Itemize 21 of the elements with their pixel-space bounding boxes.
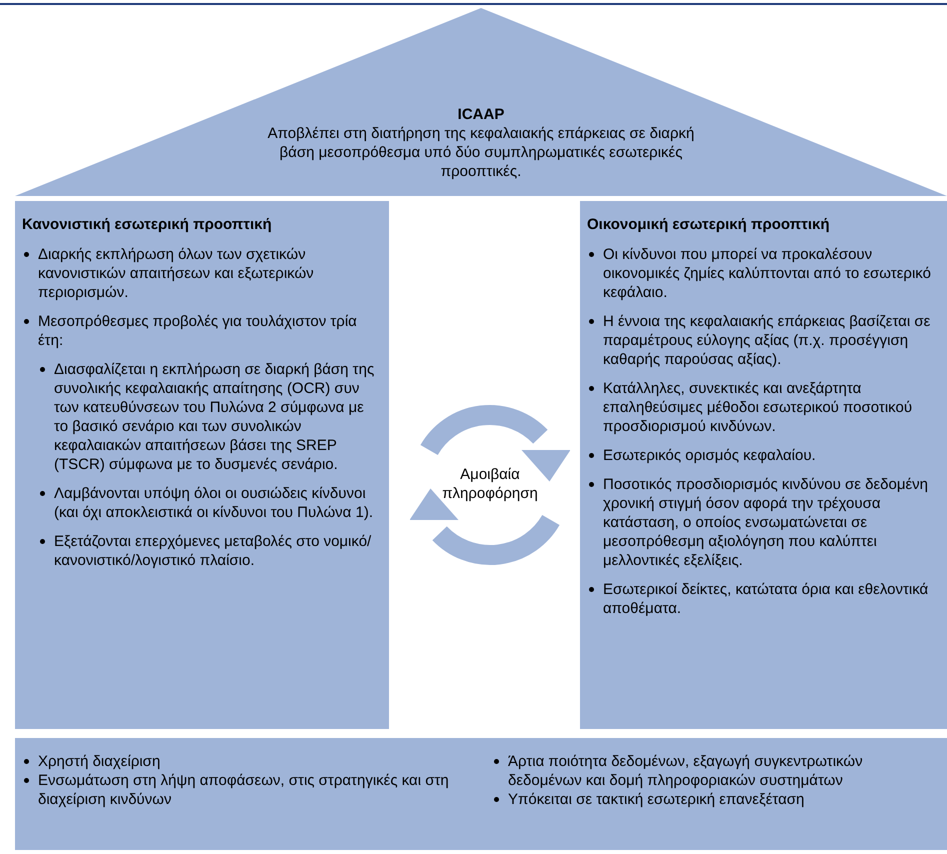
pillar-heading: Οικονομική εσωτερική προοπτική xyxy=(587,215,831,234)
center-label: Αμοιβαία πληροφόρηση xyxy=(441,465,539,503)
bullet-text: Άρτια ποιότητα δεδομένων, εξαγωγή συγκεντρωτικών δεδομένων και δομή πληροφοριακών συστημάτων xyxy=(492,752,932,790)
bullet-text: Διασφαλίζεται η εκπλήρωση σε διαρκή βάση της συνολικής κεφαλαιακής απαίτησης (OCR) συν των κατευθύνσεων του Πυλώνα 2 σύμφωνα με το βασικό σενάριο και των συνολικών κεφαλαιακών απαιτήσεων βάσει της SREP (TSCR) σύμφωνα με το δυσμενές σενάριο. xyxy=(38,360,376,474)
pillar-heading: Κανονιστική εσωτερική προοπτική xyxy=(22,215,273,234)
bullet-text: Οι κίνδυνοι που μπορεί να προκαλέσουν οικονομικές ζημίες καλύπτονται από το εσωτερικό κεφάλαιο. xyxy=(587,245,934,302)
bullet-text: Κατάλληλες, συνεκτικές και ανεξάρτητα επαληθεύσιμες μέθοδοι εσωτερικού ποσοτικού προσδιορισμού κινδύνων. xyxy=(587,379,934,436)
pillar-panel xyxy=(15,201,389,729)
bullet-text: Ποσοτικός προσδιορισμός κινδύνου σε δεδομένη χρονική στιγμή όσον αφορά την τρέχουσα κατάσταση, ο οποίος ενσωματώνεται σε μεσοπρόθεσμη αξιολόγηση που καλύπτει μελλοντικές εξελίξεις. xyxy=(587,475,934,570)
foundation-panel xyxy=(15,738,947,850)
bullet-text: Μεσοπρόθεσμες προβολές για τουλάχιστον τρία έτη: xyxy=(22,312,376,350)
bullet-text: Εξετάζονται επερχόμενες μεταβολές στο νομικό/κανονιστικό/λογιστικό πλαίσιο. xyxy=(38,532,376,570)
bullet-text: Λαμβάνονται υπόψη όλοι οι ουσιώδεις κίνδυνοι (και όχι αποκλειστικά οι κίνδυνοι του Πυλώνα 1). xyxy=(38,484,376,522)
bullet-text: Η έννοια της κεφαλαιακής επάρκειας βασίζεται σε παραμέτρους εύλογης αξίας (π.χ. προσέγγιση καθαρής παρούσας αξίας). xyxy=(587,312,934,369)
bullet-text: Διαρκής εκπλήρωση όλων των σχετικών κανονιστικών απαιτήσεων και εξωτερικών περιορισμών. xyxy=(22,245,376,302)
roof-description: Αποβλέπει στη διατήρηση της κεφαλαιακής επάρκειας σε διαρκή βάση μεσοπρόθεσμα υπό δύο συμπληρωματικές εσωτερικές προοπτικές. xyxy=(266,124,696,181)
bullet-text: Εσωτερικοί δείκτες, κατώτατα όρια και εθελοντικά αποθέματα. xyxy=(587,580,934,618)
bullet-text: Εσωτερικός ορισμός κεφαλαίου. xyxy=(587,446,934,465)
pillar-panel xyxy=(580,201,947,729)
roof-title: ICAAP xyxy=(456,105,506,124)
bullet-text: Υπόκειται σε τακτική εσωτερική επανεξέταση xyxy=(492,790,932,809)
